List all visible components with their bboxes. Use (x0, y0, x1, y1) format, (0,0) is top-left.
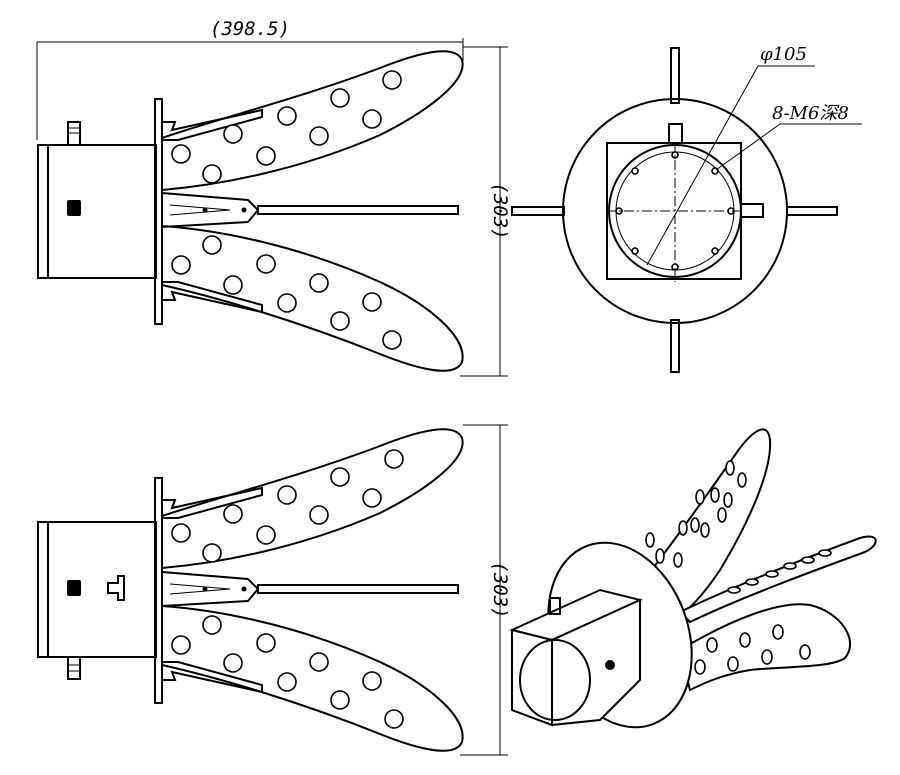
center-arm-bottom (161, 570, 260, 608)
lower-wing-holes (171, 235, 402, 350)
iso-fitting (605, 660, 615, 670)
lower-wing-bottom-holes (171, 615, 404, 729)
iso-flange-circle (519, 639, 591, 721)
upper-wing-holes (171, 70, 402, 184)
center-rod-bottom (257, 584, 459, 594)
label-plate-bottom (67, 580, 81, 596)
iso-upper-wing-holes (645, 460, 747, 568)
rod-left (511, 206, 565, 216)
bolt-note-label: 8-M6深8 (772, 103, 849, 124)
side-view-bottom: (303) (37, 424, 511, 756)
top-view: φ105 8-M6深8 (511, 44, 862, 373)
pitch-circle-label: φ105 (760, 44, 807, 65)
side-fitting (107, 575, 125, 601)
lower-bracket-bottom (162, 661, 263, 694)
top-view-connector-right (740, 203, 764, 218)
height-label-top: (303) (489, 182, 511, 239)
iso-lower-wing-holes (694, 624, 811, 675)
iso-lower-wing (678, 603, 851, 692)
housing-box (37, 144, 157, 279)
bottom-connector (67, 656, 81, 680)
iso-cube-front (551, 598, 641, 727)
rod-up (670, 47, 680, 104)
height-label-bottom: (303) (489, 561, 511, 618)
overall-length-label: (398.5) (210, 18, 290, 40)
overall-length-dimension: (398.5) (36, 18, 464, 140)
height-dimension-top: (303) (460, 46, 511, 377)
label-plate (67, 200, 81, 216)
side-view-top: (398.5) (303) (36, 18, 511, 377)
rod-right (786, 206, 838, 216)
top-view-connector-top (668, 123, 683, 144)
housing-box-bottom (37, 521, 157, 658)
iso-top-connector (549, 597, 561, 615)
center-arm (161, 191, 260, 229)
upper-bracket (162, 108, 263, 141)
iso-rear-wing-holes (727, 549, 832, 594)
upper-wing-bottom-holes (171, 449, 404, 563)
base-disk (562, 98, 788, 324)
center-rod (257, 205, 459, 215)
height-dimension-bottom: (303) (460, 424, 511, 756)
rod-down (670, 319, 680, 373)
lower-bracket (162, 281, 263, 314)
isometric-view (508, 428, 877, 729)
upper-bracket-bottom (162, 486, 263, 519)
